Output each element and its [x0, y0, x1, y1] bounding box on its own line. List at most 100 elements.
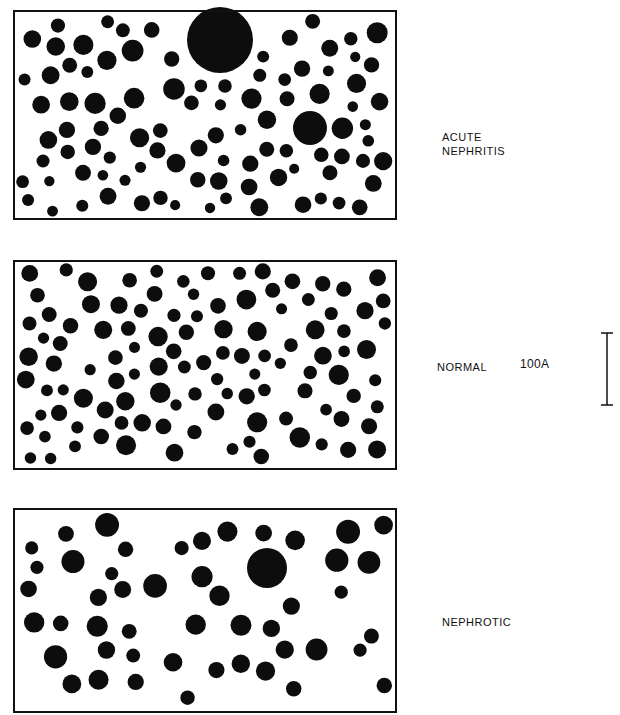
particle-dot — [276, 303, 287, 314]
particle-dot — [297, 383, 312, 398]
particle-dot — [53, 616, 69, 632]
particle-dot — [242, 156, 258, 172]
particle-dot — [333, 197, 346, 210]
particle-dot — [360, 119, 371, 130]
particle-dot — [205, 203, 215, 213]
particle-dot — [314, 148, 329, 163]
particle-dot — [21, 265, 38, 282]
particle-dot — [214, 320, 232, 338]
scale-bar — [601, 333, 613, 405]
particle-dot — [369, 269, 386, 286]
micrograph-panel: NORMAL — [13, 260, 397, 470]
particle-dot — [340, 442, 356, 458]
particle-dot — [241, 179, 258, 196]
particle-dot — [166, 344, 182, 360]
particle-dot — [315, 192, 327, 204]
particle-dot — [323, 65, 334, 76]
particle-dot — [104, 151, 116, 163]
particle-dot — [211, 373, 223, 385]
particle-dot — [235, 124, 247, 136]
particle-dot — [60, 263, 73, 276]
particle-dot — [74, 389, 93, 408]
particle-dot — [156, 419, 172, 435]
particle-dot — [371, 400, 384, 413]
particle-dot — [195, 79, 208, 92]
particle-dot — [42, 66, 60, 84]
particle-dot — [177, 275, 190, 288]
particle-dot — [85, 139, 101, 155]
particle-dot — [63, 318, 78, 333]
particle-dot — [170, 399, 181, 410]
particle-dot — [122, 624, 137, 639]
particle-dot — [116, 435, 136, 455]
particle-dot — [153, 191, 167, 205]
particle-dot — [325, 307, 338, 320]
particle-dot — [46, 355, 62, 371]
particle-dot — [304, 366, 317, 379]
particle-dot — [89, 670, 109, 690]
particle-dot — [283, 597, 300, 614]
particle-dot — [58, 526, 74, 542]
particle-dot — [118, 542, 133, 557]
particle-dot — [23, 317, 37, 331]
particle-dot — [207, 404, 224, 421]
particle-dot — [133, 414, 150, 431]
particle-dot — [19, 347, 38, 366]
particle-dot — [258, 384, 271, 397]
particle-dot — [190, 172, 205, 187]
particle-dot — [45, 453, 56, 464]
particle-dot — [47, 206, 58, 217]
particle-dot — [167, 309, 180, 322]
particle-dot — [247, 548, 287, 588]
particle-dot — [93, 121, 108, 136]
particle-dot — [93, 429, 109, 445]
particle-dot — [116, 23, 130, 37]
particle-dot — [44, 645, 67, 668]
particle-dot — [85, 93, 106, 114]
particle-dot — [315, 276, 330, 291]
particle-dot — [279, 412, 293, 426]
particle-dot — [290, 427, 310, 447]
particle-dot — [105, 567, 118, 580]
particle-dot — [71, 421, 83, 433]
particle-dot — [164, 653, 183, 672]
particle-dot — [218, 155, 230, 167]
particle-dot — [347, 74, 366, 93]
particle-dot — [98, 641, 115, 658]
particle-dot — [108, 373, 125, 390]
particle-dot — [320, 404, 332, 416]
particle-dot — [316, 438, 328, 450]
particle-dot — [187, 425, 201, 439]
micrograph-panel: NEPHROTIC — [13, 508, 397, 713]
particle-dot — [374, 516, 393, 535]
particle-dot — [336, 520, 360, 544]
particle-dot — [78, 272, 97, 291]
particle-dot — [122, 40, 144, 62]
particle-dot — [263, 620, 280, 637]
particle-dot — [249, 369, 260, 380]
particle-dot — [24, 612, 44, 632]
particle-dot — [19, 74, 31, 86]
particle-dot — [119, 175, 130, 186]
particle-dot — [376, 294, 391, 309]
particle-dot — [69, 440, 81, 452]
particle-dot — [134, 195, 150, 211]
particle-dot — [37, 154, 50, 167]
particle-dot — [188, 387, 201, 400]
particle-dot — [255, 525, 272, 542]
particle-dot — [350, 52, 360, 62]
particle-dot — [190, 140, 207, 157]
particle-dot — [61, 145, 75, 159]
particle-dot — [255, 263, 271, 279]
particle-dot — [51, 18, 65, 32]
particle-dot — [334, 411, 350, 427]
particle-dot — [322, 165, 337, 180]
particle-dot — [187, 7, 253, 73]
particle-dot — [25, 541, 38, 554]
particle-dot — [97, 401, 114, 418]
particle-dot — [250, 198, 268, 216]
particle-dot — [275, 358, 286, 369]
particle-dot — [164, 51, 179, 66]
particle-dot — [201, 266, 215, 280]
particle-dot — [253, 69, 266, 82]
